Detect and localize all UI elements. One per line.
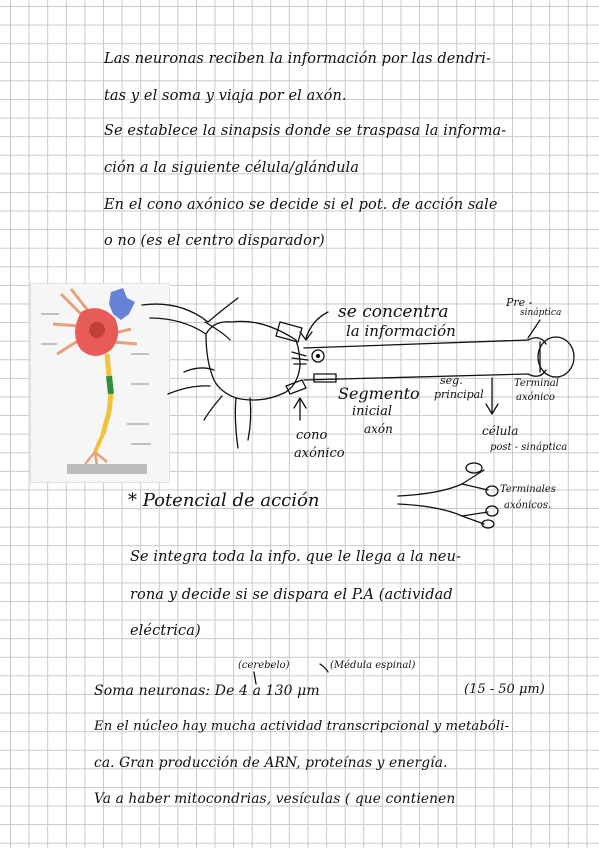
label-axon: axón — [364, 422, 393, 436]
label-se-concentra: se concentra — [338, 302, 449, 322]
section-heading: * Potencial de acción — [128, 490, 320, 511]
label-celula: célula — [482, 424, 519, 438]
label-terminales-axonicos: axónicos. — [504, 500, 552, 511]
label-cono: cono — [296, 428, 328, 443]
soma-size-range: (15 - 50 μm) — [464, 682, 545, 697]
integration-line-2: rona y decide si se dispara el P.A (acti… — [130, 587, 453, 603]
label-la-informacion: la información — [346, 322, 456, 340]
label-seg: seg. — [440, 374, 463, 387]
label-inicial: inicial — [352, 404, 393, 419]
closing-line-1: En el núcleo hay mucha actividad transcr… — [94, 719, 510, 734]
label-pre: Pre - — [506, 296, 533, 309]
label-terminales: Terminales — [500, 484, 556, 495]
label-principal: principal — [434, 388, 484, 401]
label-terminal-axonico: axónico — [516, 392, 555, 403]
intro-line-6: o no (es el centro disparador) — [104, 233, 325, 249]
label-post-sinaptica: post - sináptica — [490, 442, 568, 453]
closing-line-2: ca. Gran producción de ARN, proteínas y … — [94, 755, 448, 771]
label-terminal: Terminal — [514, 378, 559, 389]
label-cono-axonico: axónico — [294, 446, 345, 461]
intro-line-4: ción a la siguiente célula/glándula — [104, 160, 360, 176]
neuron-reference-figure — [30, 283, 170, 483]
intro-line-1: Las neuronas reciben la información por … — [104, 51, 492, 67]
intro-line-5: En el cono axónico se decide si el pot. … — [104, 197, 498, 213]
intro-line-3: Se establece la sinapsis donde se traspa… — [104, 123, 507, 139]
integration-line-3: eléctrica) — [130, 623, 201, 639]
label-cerebelo: (cerebelo) — [238, 660, 290, 671]
intro-line-2: tas y el soma y viaja por el axón. — [104, 88, 347, 104]
closing-line-3: Va a haber mitocondrias, vesículas ( que… — [94, 791, 456, 807]
label-sinaptica: sináptica — [520, 308, 562, 318]
integration-line-1: Se integra toda la info. que le llega a … — [130, 549, 462, 565]
label-segmento: Segmento — [338, 384, 420, 403]
neuron-figure-drawing — [41, 288, 151, 474]
label-medula: (Médula espinal) — [330, 660, 416, 671]
soma-size-line: Soma neuronas: De 4 a 130 μm — [94, 683, 320, 699]
